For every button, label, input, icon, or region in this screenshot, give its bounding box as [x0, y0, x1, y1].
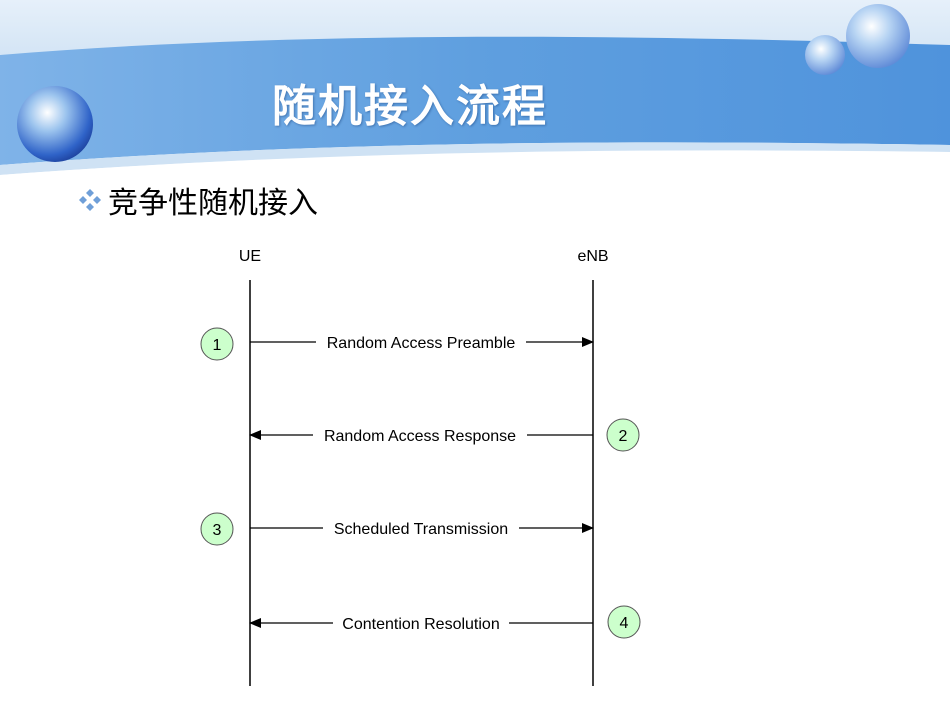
- step-number: 3: [213, 522, 222, 539]
- message-1: Random Access Preamble 1: [200, 327, 594, 361]
- message-4: Contention Resolution 4: [249, 605, 641, 639]
- step-circle: [607, 605, 641, 639]
- step-circle: [200, 327, 234, 361]
- step-number: 4: [620, 615, 629, 632]
- bullet-item: 竞争性随机接入: [76, 180, 318, 221]
- step-circle: [200, 512, 234, 546]
- message-label: Random Access Response: [324, 428, 516, 445]
- message-2: Random Access Response 2: [249, 418, 640, 452]
- diamond-bullet-icon: [79, 189, 101, 211]
- step-number: 1: [213, 337, 222, 354]
- bullet-text: 竞争性随机接入: [108, 186, 318, 221]
- message-label: Contention Resolution: [342, 616, 499, 633]
- message-3: Scheduled Transmission 3: [200, 512, 594, 546]
- slide-title: 随机接入流程: [272, 81, 548, 132]
- decorative-sphere-right-large: [846, 4, 910, 68]
- decorative-sphere-right-small: [805, 35, 845, 75]
- header-banner: [0, 0, 950, 190]
- entity-label-ue: UE: [239, 248, 261, 265]
- message-label: Random Access Preamble: [327, 335, 516, 352]
- message-label: Scheduled Transmission: [334, 521, 508, 538]
- decorative-sphere-left: [17, 86, 93, 162]
- step-number: 2: [619, 428, 628, 445]
- step-circle: [606, 418, 640, 452]
- entity-label-enb: eNB: [577, 248, 608, 265]
